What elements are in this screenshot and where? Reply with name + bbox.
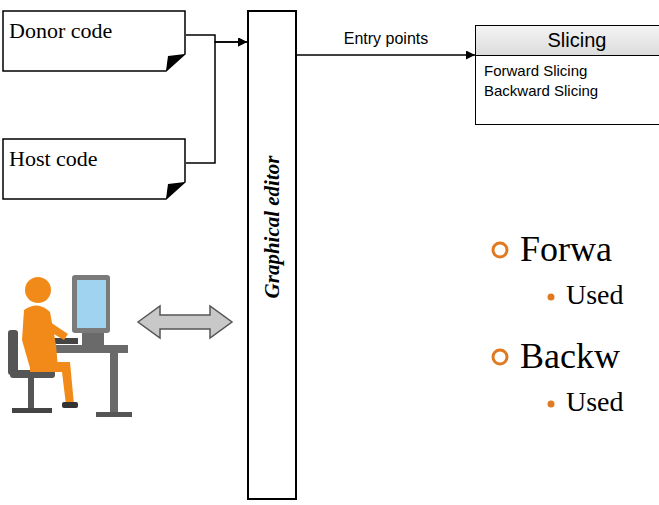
- bullet-heading: Forwa: [520, 228, 612, 270]
- bullet-ring: [493, 350, 507, 364]
- editor-bar: Graphical editor: [247, 10, 297, 500]
- user-at-computer-icon: [8, 275, 132, 417]
- box-heading: Slicing: [476, 26, 659, 56]
- bullet-heading: Backw: [520, 335, 620, 377]
- box-label: Donor code: [2, 10, 186, 44]
- folded-corner: [166, 54, 185, 71]
- document-box: Host code: [2, 138, 186, 200]
- slicing-box: SlicingForward SlicingBackward Slicing: [475, 25, 659, 125]
- document-box: Donor code: [2, 10, 186, 72]
- document-outline: [3, 139, 185, 199]
- bullet-ring: [493, 243, 507, 257]
- arrow-connector: [186, 42, 247, 163]
- arrow-connector: [297, 54, 475, 56]
- edge-label: Entry points: [342, 30, 430, 48]
- editor-label: Graphical editor: [260, 156, 285, 299]
- list-item: Forward Slicing: [476, 61, 659, 81]
- box-label: Host code: [2, 138, 186, 172]
- bullet-dot: [548, 294, 555, 301]
- arrow-connector: [186, 35, 247, 42]
- bullet-dot: [548, 401, 555, 408]
- bullet-text: Used: [566, 279, 624, 311]
- bullet-text: Used: [566, 386, 624, 418]
- list-item: Backward Slicing: [476, 81, 659, 101]
- document-outline: [3, 11, 185, 71]
- folded-corner: [166, 182, 185, 199]
- double-arrow: [138, 306, 232, 338]
